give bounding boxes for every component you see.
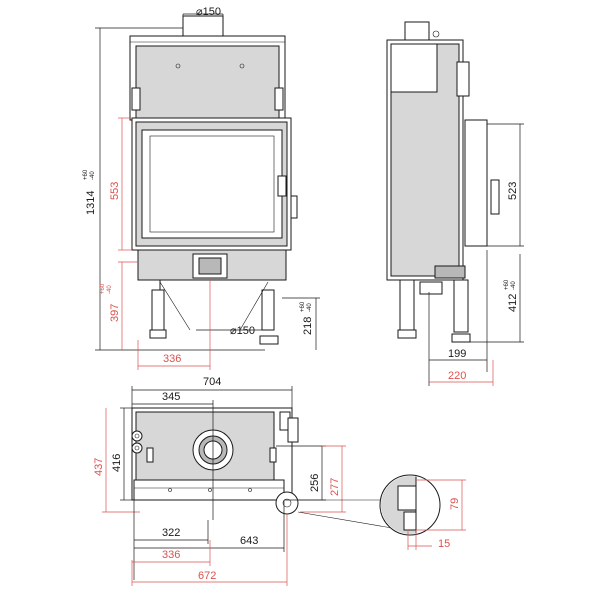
top-slot-left (146, 447, 154, 463)
front-upper-panel (135, 45, 280, 121)
top-knob (131, 442, 143, 454)
detail-view (297, 474, 441, 536)
side-rear-clip (456, 61, 470, 97)
top-depth-outer-label: 437 (93, 458, 105, 476)
top-knob-center (134, 433, 140, 439)
top-screw (248, 488, 252, 492)
front-ash-door-panel (198, 257, 222, 275)
front-leg-right-body (261, 289, 275, 331)
top-slot-right (269, 447, 277, 463)
side-vent (434, 265, 466, 279)
top-depth-inner-label: 416 (111, 454, 123, 472)
front-foot-left (149, 329, 167, 339)
detail-width-label: 15 (438, 538, 450, 550)
leg-height-tol-top: +60 (100, 283, 106, 294)
front-dimensions-red: 553 397 +60 -40 336 (100, 117, 211, 370)
base-height-label: 412 (507, 294, 519, 312)
door-height-label: 553 (109, 182, 121, 200)
front-dimensions-black: ⌀150 1314 +60 -40 218 +60 -40 ⌀150 (83, 6, 320, 351)
side-dimensions: 523 412 +60 -40 199 220 (428, 123, 524, 386)
top-view (131, 407, 299, 515)
top-round-foot (275, 491, 299, 515)
flue-bottom-height-tol-bottom: -40 (307, 303, 313, 312)
side-handle (490, 179, 500, 215)
detail-recess (397, 485, 417, 511)
front-door-handle (277, 175, 287, 197)
depth-inner-label: 199 (448, 348, 466, 360)
detail-leader-bottom (297, 511, 393, 529)
flue-bottom-label: ⌀150 (230, 325, 255, 337)
top-base-plate (133, 479, 285, 501)
front-glass (141, 129, 283, 239)
front-screw (239, 63, 245, 69)
side-depth-inner-label: 256 (309, 474, 321, 492)
top-screw (208, 488, 212, 492)
bottom-outer-offset-label: 336 (162, 549, 180, 561)
front-side-latch (290, 195, 298, 219)
side-leg-right (453, 279, 469, 333)
top-screw (168, 488, 172, 492)
flue-top-label: ⌀150 (196, 6, 221, 18)
top-knob-center (134, 445, 140, 451)
width-overall-label: 704 (203, 376, 221, 388)
base-height-tol-bottom: -40 (511, 281, 517, 290)
glass-height-label: 523 (507, 182, 519, 200)
base-height-tol-top: +60 (504, 279, 510, 290)
detail-lower-recess (403, 511, 417, 531)
bottom-width-label: 643 (240, 535, 258, 547)
front-right-clip (274, 87, 284, 111)
height-total-tol-bottom: -40 (90, 171, 96, 180)
leg-height-label: 397 (109, 304, 121, 322)
top-knob (131, 430, 143, 442)
front-leg-left-body (151, 289, 165, 331)
flue-offset-label: 336 (163, 353, 181, 365)
side-foot-right (451, 333, 471, 343)
side-leg-left (399, 279, 415, 331)
front-left-clip (131, 87, 141, 111)
top-dimensions: 704 345 416 437 256 277 322 643 (93, 376, 346, 586)
detail-height-label: 79 (449, 498, 461, 510)
side-depth-outer-label: 277 (329, 478, 341, 496)
top-right-block (287, 417, 299, 443)
flue-bottom-height-tol-top: +60 (300, 301, 306, 312)
front-glass-inner (149, 135, 275, 233)
detail-dimensions: 79 15 (407, 479, 466, 550)
side-view (386, 21, 500, 343)
front-foot-right (259, 335, 279, 345)
depth-outer-label: 220 (448, 370, 466, 382)
side-flue-cap (432, 30, 440, 38)
flue-x-label: 345 (162, 391, 180, 403)
leg-height-tol-bottom: -40 (107, 285, 113, 294)
side-bottom-flue (419, 281, 443, 295)
side-foot-left (397, 329, 417, 339)
side-flue (404, 21, 430, 41)
side-door-frame (464, 119, 488, 247)
bottom-width-outer-label: 672 (198, 570, 216, 582)
height-total-tol-top: +60 (83, 169, 89, 180)
front-view (129, 15, 298, 345)
front-screw (175, 63, 181, 69)
flue-bottom-height-label: 218 (302, 317, 314, 335)
side-top-box (390, 43, 438, 93)
height-total-label: 1314 (85, 191, 97, 215)
top-round-foot-center (282, 498, 292, 508)
bottom-inner-offset-label: 322 (162, 527, 180, 539)
